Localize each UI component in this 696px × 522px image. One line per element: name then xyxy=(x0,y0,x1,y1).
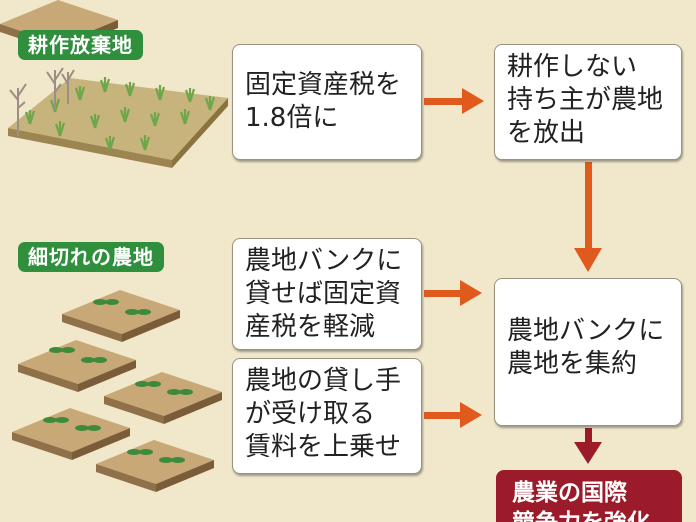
arrow-taxcut-to-bank xyxy=(424,280,482,306)
owner-release-box: 耕作しない 持ち主が農地 を放出 xyxy=(494,44,682,160)
arrow-bank-to-result xyxy=(574,428,602,464)
rent-bonus-box: 農地の貸し手 が受け取る 賃料を上乗せ xyxy=(232,358,422,474)
arrow-tax-to-release xyxy=(424,88,484,114)
bank-tax-cut-box: 農地バンクに 貸せば固定資 産税を軽減 xyxy=(232,238,422,350)
consolidate-box: 農地バンクに 農地を集約 xyxy=(494,278,682,426)
arrow-rent-to-bank xyxy=(424,402,482,428)
result-box: 農業の国際 競争力を強化 xyxy=(496,470,682,522)
arrow-release-to-bank xyxy=(574,162,602,272)
tax-increase-box: 固定資産税を 1.8倍に xyxy=(232,44,422,160)
fragmented-land-label: 細切れの農地 xyxy=(18,242,164,272)
abandoned-land-label: 耕作放棄地 xyxy=(18,30,143,60)
abandoned-field-illustration xyxy=(8,67,228,168)
